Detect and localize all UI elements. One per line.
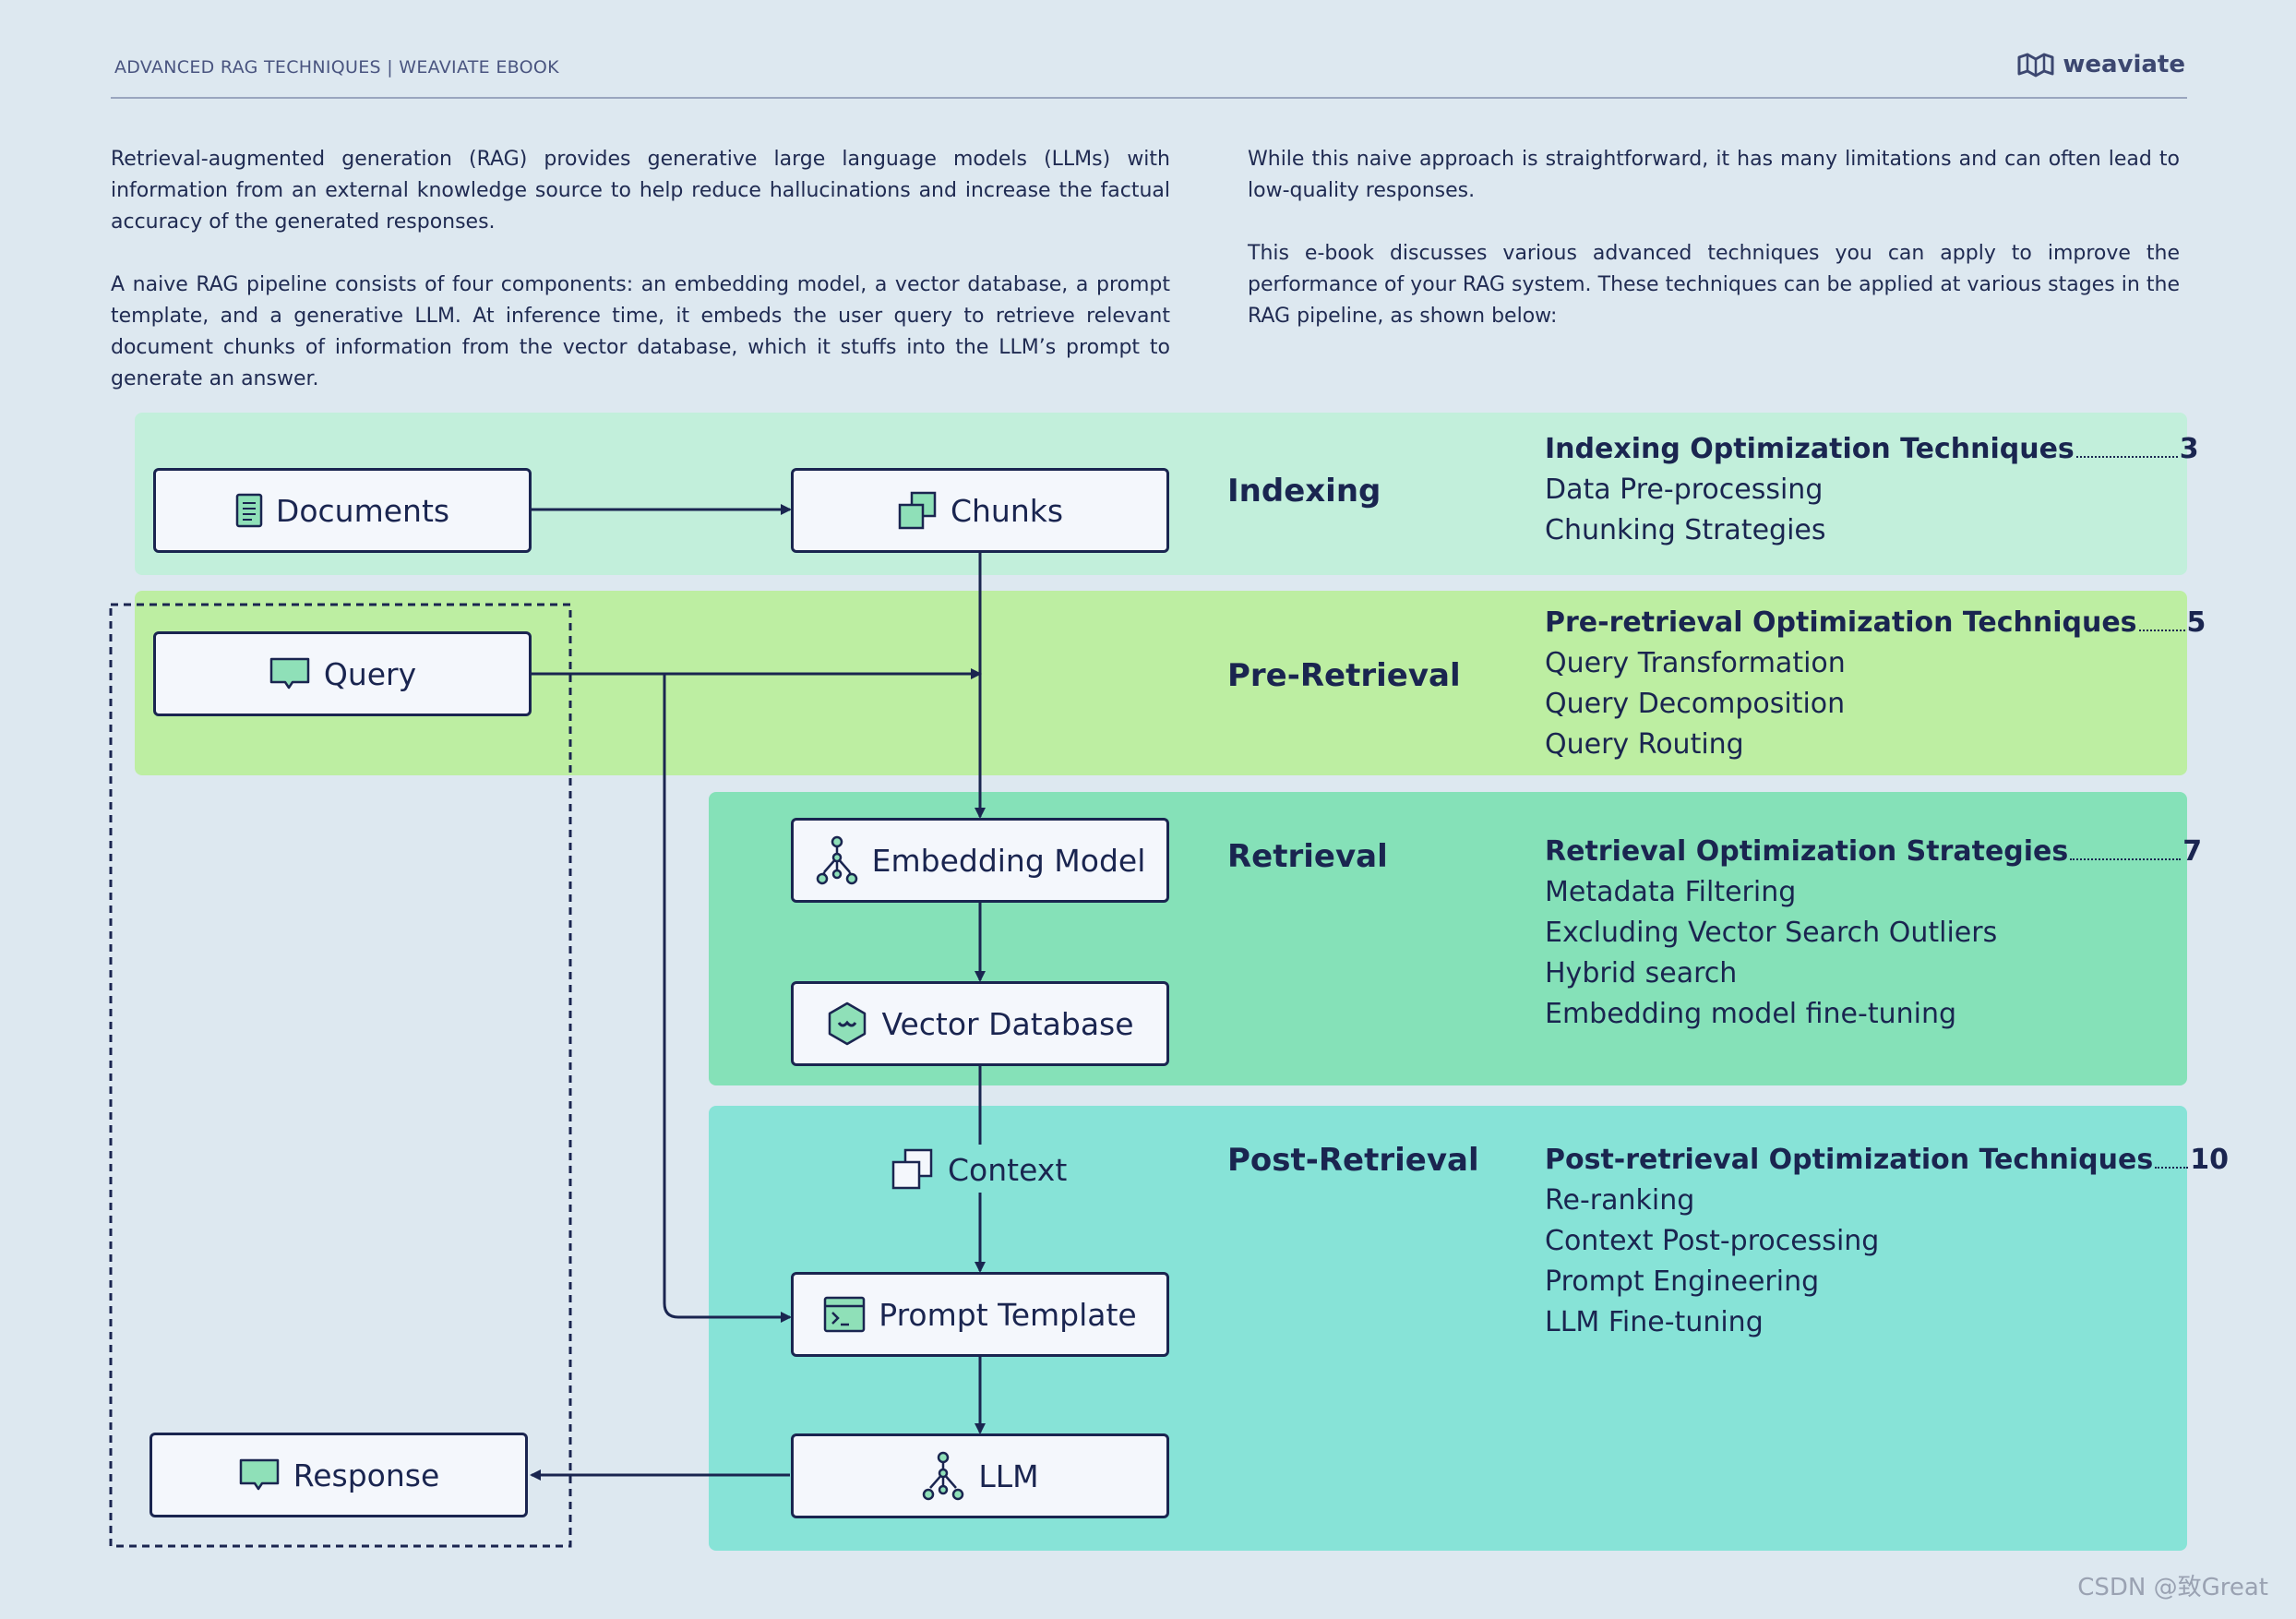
toc-item: Chunking Strategies	[1545, 514, 1826, 546]
document-icon	[235, 493, 263, 528]
context-label: Context	[948, 1151, 1068, 1188]
documents-label: Documents	[275, 492, 450, 529]
toc-page-number: 7	[2182, 835, 2203, 868]
toc-heading[interactable]: Pre-retrieval Optimization Techniques 5	[1545, 603, 2206, 643]
toc-item: Query Decomposition	[1545, 688, 1846, 720]
query-label: Query	[323, 655, 417, 692]
toc-leader-dots	[2155, 1166, 2189, 1169]
intro-paragraph: This e-book discusses various advanced t…	[1248, 242, 2180, 328]
intro-left-column: Retrieval-augmented generation (RAG) pro…	[111, 144, 1170, 426]
terminal-icon	[824, 1296, 866, 1333]
page-header-title: ADVANCED RAG TECHNIQUES | WEAVIATE EBOOK	[114, 57, 559, 78]
prompt-template-label: Prompt Template	[879, 1296, 1137, 1333]
chunks-icon	[898, 491, 937, 530]
toc-item: LLM Fine-tuning	[1545, 1306, 1764, 1338]
stage-name-post-retrieval: Post-Retrieval	[1227, 1142, 1479, 1179]
query-node: Query	[153, 631, 532, 716]
embedding-model-node: Embedding Model	[791, 818, 1169, 903]
toc-item: Excluding Vector Search Outliers	[1545, 917, 1998, 949]
chat-bubble-icon	[239, 1458, 279, 1491]
toc-heading[interactable]: Indexing Optimization Techniques 3	[1545, 429, 2199, 470]
toc-page-number: 3	[2179, 433, 2199, 465]
llm-node: LLM	[791, 1433, 1169, 1518]
stage-name-pre-retrieval: Pre-Retrieval	[1227, 657, 1461, 694]
toc-page-number: 5	[2186, 606, 2206, 639]
chunks-node: Chunks	[791, 468, 1169, 553]
toc-leader-dots	[2075, 455, 2178, 458]
vector-database-node: Vector Database	[791, 981, 1169, 1066]
intro-paragraph: While this naive approach is straightfor…	[1248, 148, 2180, 202]
stage-name-retrieval: Retrieval	[1227, 838, 1388, 875]
context-node: Context	[891, 1145, 1067, 1194]
toc-pre-retrieval: Pre-retrieval Optimization Techniques 5 …	[1545, 603, 2206, 765]
response-node: Response	[149, 1433, 528, 1517]
toc-leader-dots	[2070, 857, 2182, 860]
toc-heading-text: Retrieval Optimization Strategies	[1545, 835, 2069, 868]
toc-item: Query Routing	[1545, 728, 1744, 761]
prompt-template-node: Prompt Template	[791, 1272, 1169, 1357]
toc-item: Data Pre-processing	[1545, 474, 1824, 506]
brand-name: weaviate	[2063, 51, 2185, 78]
toc-retrieval: Retrieval Optimization Strategies 7 Meta…	[1545, 832, 2202, 1035]
intro-paragraph: A naive RAG pipeline consists of four co…	[111, 273, 1170, 390]
toc-item: Query Transformation	[1545, 647, 1846, 679]
toc-heading-text: Post-retrieval Optimization Techniques	[1545, 1144, 2154, 1176]
brand-logo: weaviate	[2016, 51, 2185, 78]
toc-indexing: Indexing Optimization Techniques 3 Data …	[1545, 429, 2199, 551]
toc-heading-text: Indexing Optimization Techniques	[1545, 433, 2075, 465]
watermark: CSDN @致Great	[2077, 1574, 2268, 1601]
toc-heading[interactable]: Retrieval Optimization Strategies 7	[1545, 832, 2202, 872]
toc-item: Context Post-processing	[1545, 1225, 1880, 1257]
hexagon-icon	[829, 1001, 867, 1046]
toc-item: Re-ranking	[1545, 1184, 1695, 1217]
toc-heading-text: Pre-retrieval Optimization Techniques	[1545, 606, 2137, 639]
toc-item: Hybrid search	[1545, 957, 1738, 989]
user-interaction-dashed-box	[109, 603, 572, 1548]
toc-post-retrieval: Post-retrieval Optimization Techniques 1…	[1545, 1140, 2229, 1343]
chat-bubble-icon	[269, 657, 310, 690]
arrow-query-to-prompt	[663, 674, 792, 1323]
stage-name-indexing: Indexing	[1227, 473, 1381, 510]
chunks-label: Chunks	[950, 492, 1064, 529]
toc-heading[interactable]: Post-retrieval Optimization Techniques 1…	[1545, 1140, 2229, 1181]
intro-right-column: While this naive approach is straightfor…	[1248, 144, 2180, 364]
network-icon	[923, 1451, 964, 1501]
context-icon	[891, 1148, 933, 1190]
response-label: Response	[293, 1457, 440, 1493]
vector-database-label: Vector Database	[881, 1005, 1134, 1042]
toc-leader-dots	[2138, 629, 2185, 631]
toc-page-number: 10	[2190, 1144, 2229, 1176]
header-divider	[111, 97, 2187, 99]
intro-paragraph: Retrieval-augmented generation (RAG) pro…	[111, 148, 1170, 234]
llm-label: LLM	[978, 1457, 1039, 1494]
toc-item: Prompt Engineering	[1545, 1265, 1820, 1298]
documents-node: Documents	[153, 468, 532, 553]
weaviate-logo-icon	[2017, 53, 2054, 78]
network-icon	[816, 835, 857, 885]
toc-item: Embedding model fine-tuning	[1545, 998, 1957, 1030]
toc-item: Metadata Filtering	[1545, 876, 1797, 908]
embedding-model-label: Embedding Model	[871, 842, 1146, 879]
